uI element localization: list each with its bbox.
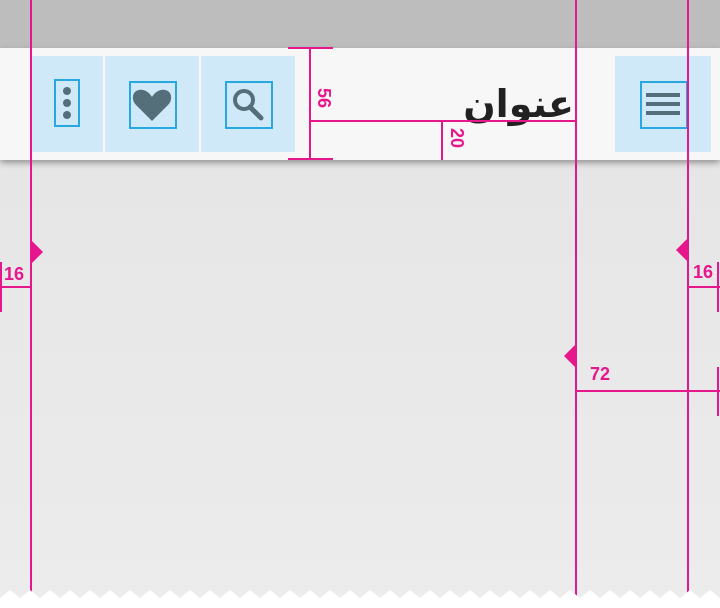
- search-icon: [233, 89, 264, 121]
- heart-icon: [132, 89, 172, 121]
- toolbar-height-dimension: 56: [288, 47, 334, 160]
- favorite-button[interactable]: [105, 56, 199, 152]
- toolbar-title: عنوان: [463, 82, 574, 126]
- content-area: [0, 160, 720, 608]
- app-toolbar: عنوان: [0, 48, 720, 160]
- title-keyline-label: 72: [590, 364, 610, 384]
- search-button[interactable]: [201, 56, 295, 152]
- left-keyline-dimension: 16: [0, 240, 43, 312]
- favorite-icon-frame: [129, 81, 177, 129]
- toolbar-height-label: 56: [314, 88, 334, 108]
- title-keyline-dimension: 72: [564, 344, 720, 416]
- hamburger-menu-icon: [646, 93, 680, 115]
- more-vert-icon: [54, 79, 80, 127]
- search-icon-frame: [225, 81, 273, 129]
- overflow-button[interactable]: [31, 56, 103, 152]
- title-baseline-label: 20: [447, 128, 467, 148]
- left-keyline-label: 16: [4, 264, 24, 284]
- nav-menu-button[interactable]: [615, 56, 711, 152]
- status-bar: [0, 0, 720, 48]
- right-keyline-label: 16: [693, 262, 713, 282]
- right-keyline-dimension: 16: [676, 238, 720, 312]
- title-baseline-dimension: 20: [441, 121, 467, 160]
- torn-edge: [0, 590, 720, 608]
